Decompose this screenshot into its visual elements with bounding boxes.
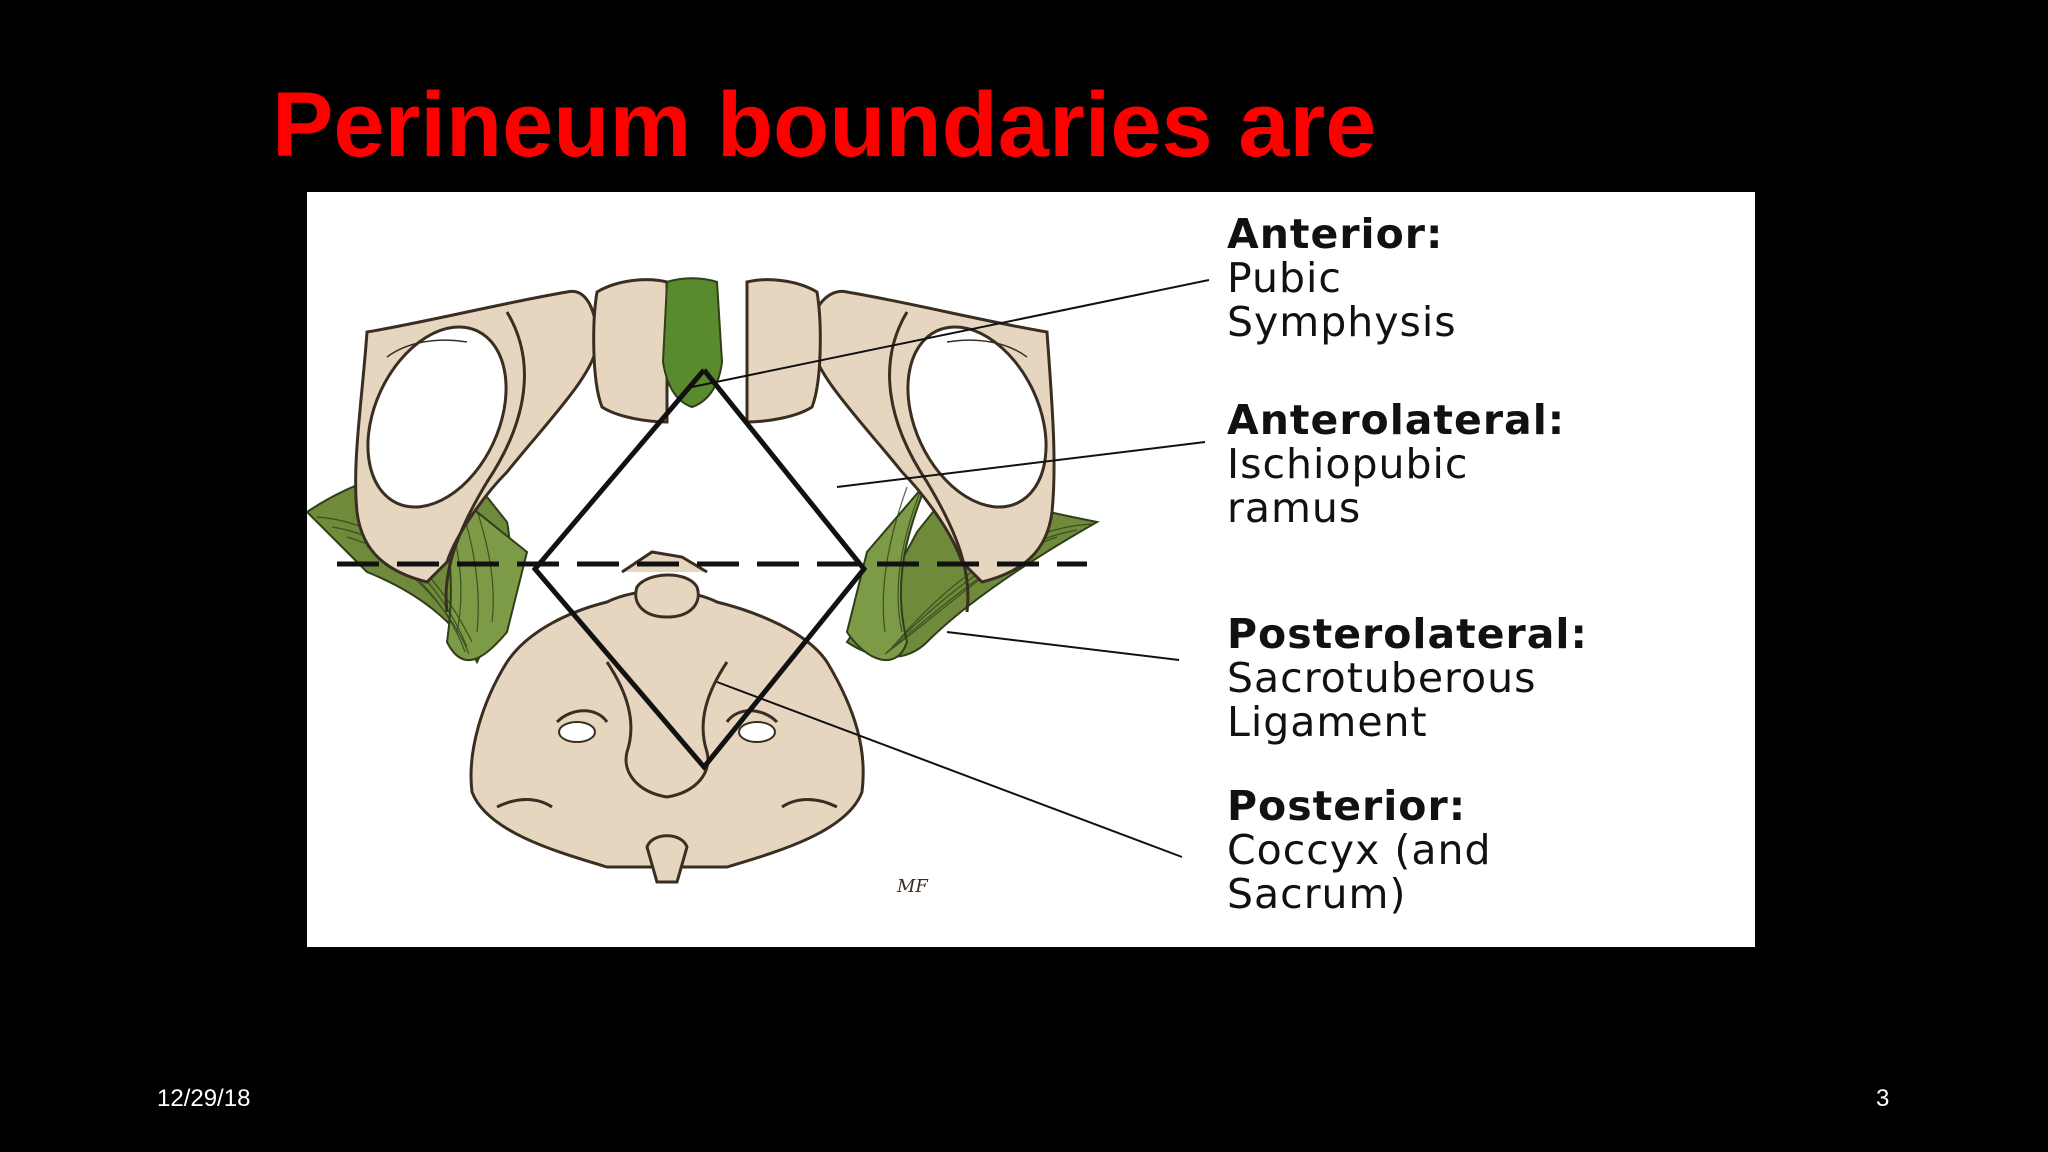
label-text: ramus: [1227, 484, 1362, 532]
slide-date: 12/29/18: [157, 1085, 251, 1112]
label-text: Sacrum): [1227, 870, 1407, 918]
leader-lines: [691, 279, 1210, 858]
perineum-diagram: MF Anterior: Pubic Symphysis Anterolater…: [307, 192, 1755, 947]
label-heading: Anterolateral:: [1227, 396, 1566, 444]
label-text: Sacrotuberous: [1227, 654, 1537, 702]
pubic-bones: [354, 278, 1056, 613]
label-anterolateral: Anterolateral: Ischiopubic ramus: [1227, 398, 1747, 530]
label-posterolateral: Posterolateral: Sacrotuberous Ligament: [1227, 612, 1747, 744]
slide-title: Perineum boundaries are: [272, 74, 1377, 176]
artist-signature: MF: [896, 876, 929, 897]
label-posterior: Posterior: Coccyx (and Sacrum): [1227, 784, 1747, 916]
label-heading: Posterior:: [1227, 782, 1467, 830]
label-text: Pubic: [1227, 254, 1342, 302]
label-text: Coccyx (and: [1227, 826, 1492, 874]
label-text: Ischiopubic: [1227, 440, 1469, 488]
pelvis-illustration: MF: [307, 277, 1210, 897]
label-text: Symphysis: [1227, 298, 1457, 346]
label-heading: Posterolateral:: [1227, 610, 1588, 658]
label-anterior: Anterior: Pubic Symphysis: [1227, 212, 1747, 344]
sacrum-coccyx: [469, 550, 865, 884]
perineum-diamond: [337, 368, 1087, 771]
label-text: Ligament: [1227, 698, 1428, 746]
slide-number: 3: [1876, 1085, 1890, 1112]
label-heading: Anterior:: [1227, 210, 1444, 258]
